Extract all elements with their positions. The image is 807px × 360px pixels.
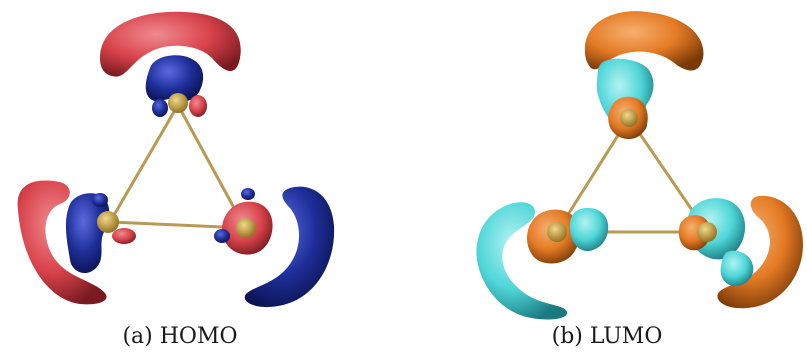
right-outer-lobe (244, 186, 335, 308)
top-atom (168, 93, 188, 113)
left-outer-lobe (17, 180, 107, 305)
caption-lumo: (b) LUMO (551, 324, 663, 349)
left-atom (547, 222, 567, 242)
left-small-red-lobe (112, 228, 136, 244)
right-atom (697, 222, 717, 242)
panel-lumo: (b) LUMO (407, 0, 807, 360)
panel-homo: (a) HOMO (0, 0, 400, 360)
top-outer-lobe (584, 11, 704, 71)
top-atom (620, 109, 638, 127)
left-small-cyan-lobe (569, 207, 609, 252)
top-small-blue-lobe (152, 99, 168, 117)
left-inner-lobe (65, 193, 110, 274)
top-small-red-lobe (189, 95, 207, 117)
left-atom (97, 211, 119, 233)
right-small-blue-lobe-2 (241, 188, 255, 200)
right-atom (236, 218, 256, 238)
right-outer-lobe (717, 195, 803, 309)
bond-lines (108, 104, 247, 230)
right-lower-cyan-lobe (720, 250, 754, 286)
top-outer-lobe (100, 11, 241, 77)
right-small-blue-lobe (214, 229, 230, 243)
homo-orbital-image (17, 11, 335, 308)
caption-homo: (a) HOMO (122, 324, 238, 349)
left-outer-lobe (476, 202, 568, 320)
top-inner-lobe (145, 55, 204, 102)
lumo-orbital-image (476, 11, 803, 320)
left-small-blue-lobe (92, 193, 108, 207)
